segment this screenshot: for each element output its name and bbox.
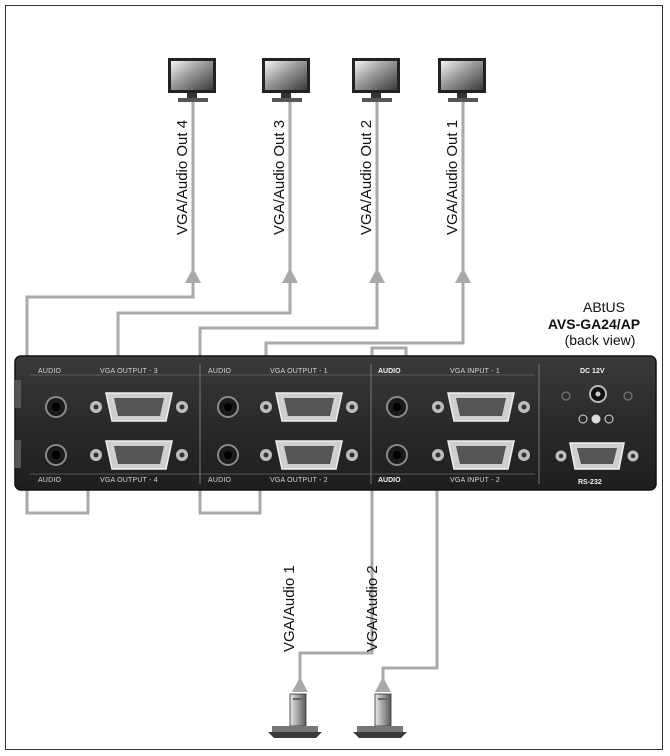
device-model: AVS-GA24/AP: [548, 316, 640, 332]
vga-port: [260, 392, 358, 422]
diagram-border: [5, 5, 663, 750]
arrow-out3: [282, 268, 298, 283]
vga-port: [90, 440, 188, 470]
vga-port: [432, 392, 530, 422]
cable-in2-route: [381, 490, 439, 690]
pc-icon: [353, 693, 407, 738]
rs232-port: [555, 442, 639, 470]
audio-jack: [45, 444, 67, 466]
output-label-4: VGA/Audio Out 4: [174, 120, 191, 235]
cable-group: [25, 100, 465, 690]
panel-out4-label: VGA OUTPUT - 4: [100, 477, 158, 484]
panel-in1-label: VGA INPUT - 1: [450, 368, 500, 375]
arrow-out4: [185, 268, 201, 283]
arrow-in2: [375, 677, 391, 692]
vga-port: [90, 392, 188, 422]
arrow-out1: [455, 268, 471, 283]
input-label-1: VGA/Audio 1: [281, 565, 298, 652]
device-back-panel: AUDIO VGA OUTPUT - 3 AUDIO VGA OUTPUT - …: [14, 355, 657, 491]
panel-audio-label: AUDIO: [208, 477, 232, 484]
vga-port: [260, 440, 358, 470]
panel-audio-label: AUDIO: [38, 477, 62, 484]
device-brand: ABtUS: [583, 299, 625, 315]
panel-rs232-label: RS-232: [578, 479, 602, 486]
arrow-in1: [292, 677, 308, 692]
audio-jack: [217, 396, 239, 418]
monitor-icon: [438, 58, 486, 102]
panel-audio-label: AUDIO: [208, 368, 232, 375]
polarity-icon: [578, 414, 614, 424]
arrow-group: [185, 268, 471, 692]
cable-in1-route: [298, 346, 408, 690]
panel-audio-label: AUDIO: [378, 368, 401, 375]
pc-icon: [268, 693, 322, 738]
panel-audio-label: AUDIO: [378, 477, 401, 484]
arrow-out2: [369, 268, 385, 283]
output-label-3: VGA/Audio Out 3: [271, 120, 288, 235]
device-view: (back view): [565, 332, 636, 348]
audio-jack: [386, 396, 408, 418]
panel-dc-label: DC 12V: [580, 368, 605, 375]
power-jack: [561, 385, 633, 403]
audio-jack: [45, 396, 67, 418]
input-label-2: VGA/Audio 2: [364, 565, 381, 652]
cable-out3-route: [116, 283, 292, 360]
panel-out1-label: VGA OUTPUT - 1: [270, 368, 328, 375]
monitor-icon: [352, 58, 400, 102]
panel-out2-label: VGA OUTPUT - 2: [270, 477, 328, 484]
cable-out1-route: [264, 283, 465, 360]
panel-audio-label: AUDIO: [38, 368, 62, 375]
monitor-icon: [262, 58, 310, 102]
monitor-group: [168, 58, 486, 102]
vga-port: [432, 440, 530, 470]
audio-jack: [217, 444, 239, 466]
panel-in2-label: VGA INPUT - 2: [450, 477, 500, 484]
panel-out3-label: VGA OUTPUT - 3: [100, 368, 158, 375]
output-label-2: VGA/Audio Out 2: [358, 120, 375, 235]
audio-jack: [386, 444, 408, 466]
monitor-icon: [168, 58, 216, 102]
output-label-1: VGA/Audio Out 1: [444, 120, 461, 235]
